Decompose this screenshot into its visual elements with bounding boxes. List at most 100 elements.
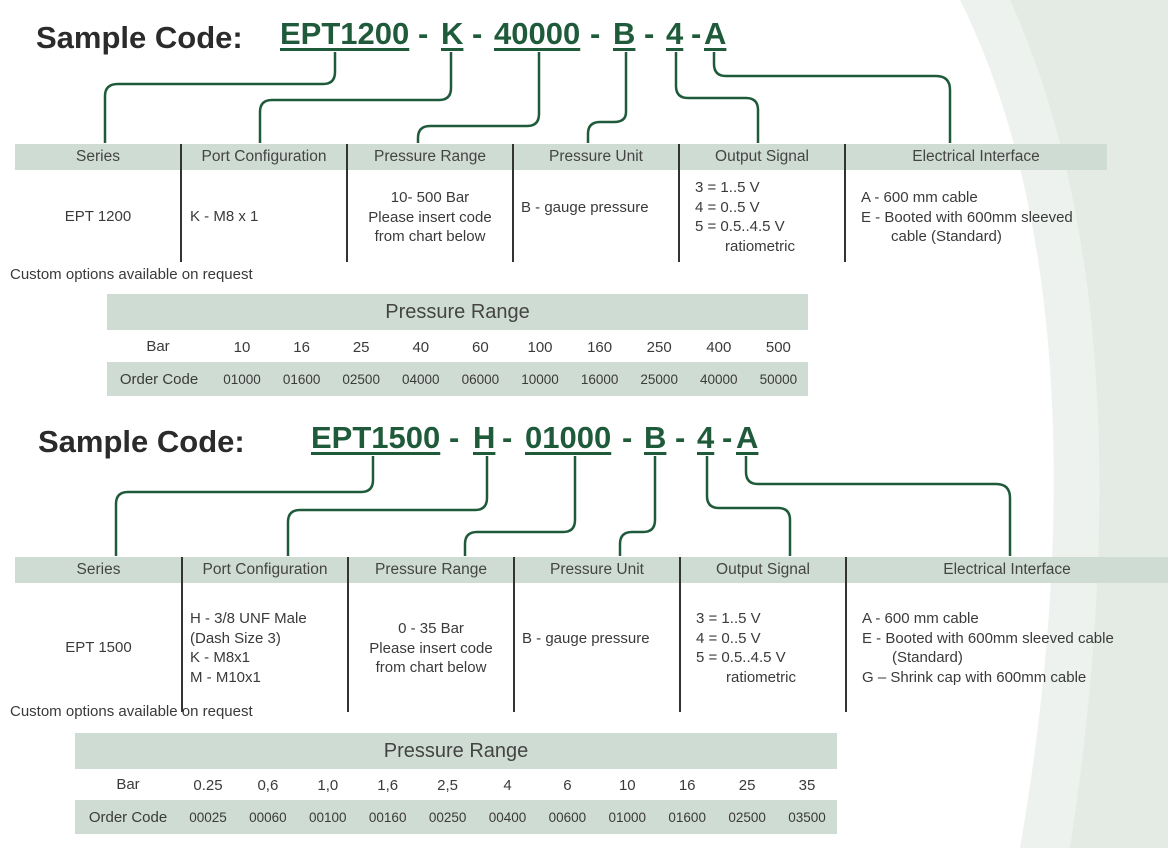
sample-code-label: Sample Code: [38,424,245,459]
bar-value: 16 [678,777,696,794]
column-divider [845,557,847,712]
bar-value: 60 [472,339,489,356]
order-code-value: 10000 [521,372,559,387]
order-code-row-label: Order Code [88,809,168,826]
header-series: Series [76,561,121,578]
code-series: EPT1500 [311,420,441,455]
code-series: EPT1200 [280,16,410,51]
column-divider [346,144,348,262]
cell-unit: B - gauge pressure [521,199,649,216]
bar-value: 10 [618,777,636,794]
order-code-value: 02500 [728,810,766,825]
bar-value: 0.25 [193,777,223,794]
order-code-value: 01000 [223,372,261,387]
header-pressure-range: Pressure Range [373,148,486,165]
code-output: 4 [666,16,684,51]
order-code-value: 06000 [461,372,500,387]
bar-value: 100 [527,339,553,356]
code-separator: - [691,16,702,51]
bar-value: 2,5 [437,777,459,794]
bar-value: 1,0 [317,777,339,794]
order-code-value: 25000 [640,372,678,387]
column-divider [679,557,681,712]
cell-port: H - 3/8 UNF Male (Dash Size 3) K - M8x1 … [190,610,307,686]
column-divider [347,557,349,712]
order-code-value: 01600 [668,810,706,825]
cell-output: 3 = 1..5 V 4 = 0..5 V 5 = 0.5..4.5 V rat… [696,610,797,686]
code-unit: B [613,16,636,51]
order-code-value: 00160 [368,810,407,825]
column-divider [678,144,680,262]
header-output-signal: Output Signal [716,561,810,578]
bar-value: 10 [233,339,251,356]
pressure-range-title: Pressure Range [383,740,529,762]
order-code-row-label: Order Code [119,371,199,388]
header-electrical-interface: Electrical Interface [912,148,1040,165]
cell-series: EPT 1500 [65,639,132,656]
order-code-value: 00400 [488,810,527,825]
bar-value: 0,6 [257,777,279,794]
order-code-value: 00100 [309,810,347,825]
cell-series: EPT 1200 [64,208,132,225]
code-separator: - [644,16,655,51]
code-unit: B [644,420,667,455]
bar-value: 6 [563,777,572,794]
header-pressure-range: Pressure Range [374,561,487,578]
code-separator: - [722,420,733,455]
header-port-configuration: Port Configuration [201,148,327,165]
code-port: H [473,420,496,455]
header-band [15,557,1168,583]
bar-value: 25 [352,339,370,356]
header-band [15,144,1107,170]
cell-port: K - M8 x 1 [190,208,259,225]
order-code-value: 00250 [428,810,467,825]
order-code-value: 04000 [402,372,440,387]
custom-options-note: Custom options available on request [10,266,253,283]
order-code-value: 03500 [788,810,826,825]
order-code-value: 00060 [249,810,287,825]
order-code-value: 02500 [342,372,380,387]
code-port: K [441,16,464,51]
custom-options-note: Custom options available on request [10,703,253,720]
code-separator: - [449,420,460,455]
cell-interface: A - 600 mm cable E - Booted with 600mm s… [861,189,1073,245]
column-divider [513,557,515,712]
cell-interface: A - 600 mm cable E - Booted with 600mm s… [862,610,1114,686]
bar-value: 500 [765,339,791,356]
column-divider [512,144,514,262]
order-code-value: 40000 [700,372,738,387]
bar-value: 25 [738,777,756,794]
order-code-value: 01600 [282,372,321,387]
bar-value: 35 [798,777,816,794]
bar-value: 1,6 [377,777,399,794]
order-code-value: 50000 [759,372,798,387]
bar-value: 40 [412,339,430,356]
code-separator: - [472,16,483,51]
column-divider [181,557,183,712]
bar-value: 160 [587,339,613,356]
order-code-value: 16000 [580,372,619,387]
column-divider [844,144,846,262]
cell-range: 0 - 35 Bar Please insert code from chart… [369,620,493,676]
bar-value: 400 [706,339,732,356]
bar-value: 250 [646,339,672,356]
pressure-range-title: Pressure Range [385,301,530,323]
code-output: 4 [697,420,715,455]
code-separator: - [622,420,633,455]
bar-row-label: Bar [146,338,170,355]
header-pressure-unit: Pressure Unit [549,148,643,165]
header-pressure-unit: Pressure Unit [550,561,644,578]
code-separator: - [675,420,686,455]
header-port-configuration: Port Configuration [202,561,328,578]
code-separator: - [590,16,601,51]
column-divider [180,144,182,262]
bar-value: 4 [503,777,512,794]
code-range: 01000 [525,420,612,455]
order-code-value: 00025 [189,810,227,825]
order-code-value: 00600 [548,810,587,825]
code-range: 40000 [494,16,581,51]
cell-unit: B - gauge pressure [522,630,650,647]
code-separator: - [418,16,429,51]
